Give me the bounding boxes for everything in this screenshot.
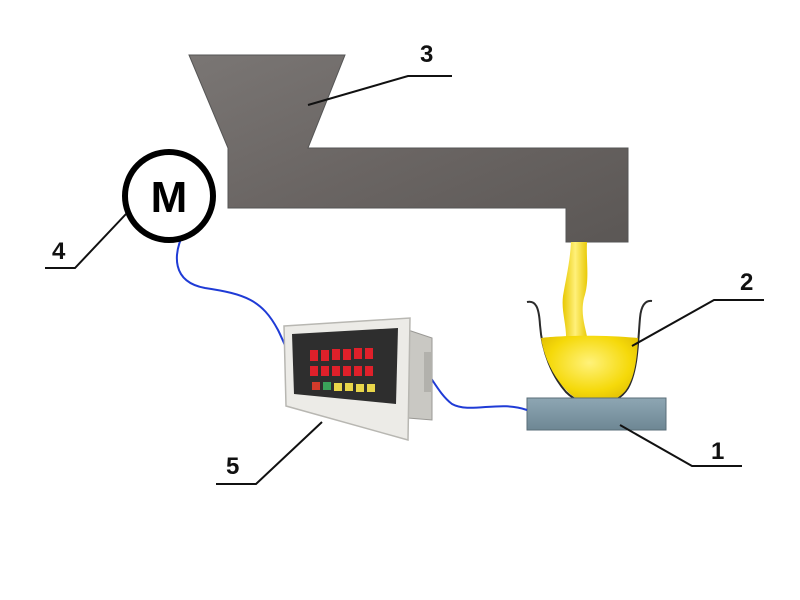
callout-3: 3 xyxy=(307,41,452,106)
callout-4-number: 4 xyxy=(52,238,66,265)
callout-4: 4 xyxy=(45,213,127,269)
motor-icon: M xyxy=(122,149,216,243)
callout-5-number: 5 xyxy=(226,453,239,480)
weighing-indicator xyxy=(283,317,433,441)
motor-label: M xyxy=(151,173,188,222)
liquid-stream xyxy=(562,242,588,342)
callout-2: 2 xyxy=(631,269,764,347)
indicator-digits xyxy=(310,348,373,376)
platform-cable xyxy=(424,369,528,411)
scale-platform xyxy=(526,397,667,431)
callout-2-number: 2 xyxy=(740,269,753,296)
callout-3-number: 3 xyxy=(420,41,433,68)
motor-cable xyxy=(175,229,291,353)
hopper-chute xyxy=(188,54,629,243)
callout-1-number: 1 xyxy=(711,438,724,465)
callout-5: 5 xyxy=(216,421,323,485)
callout-1: 1 xyxy=(619,424,742,467)
bowl xyxy=(526,299,653,406)
indicator-buttons xyxy=(312,382,375,392)
